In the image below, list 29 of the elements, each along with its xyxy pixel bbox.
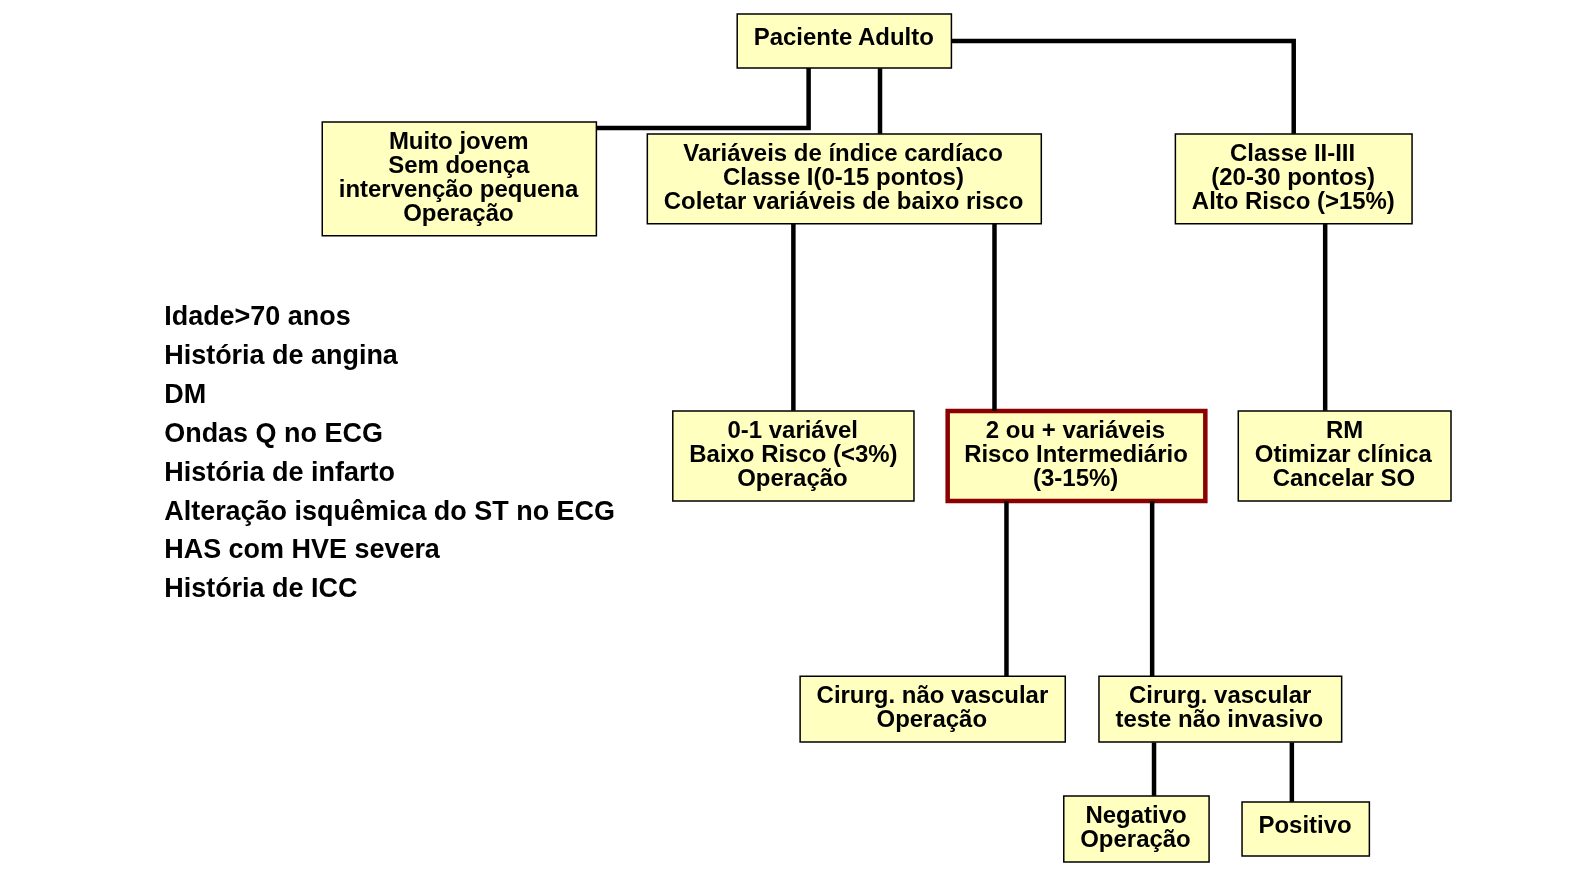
label: História de angina [164,339,398,370]
label: Idade>70 anos [164,300,351,331]
connector [1289,742,1295,802]
node-box: Cirurg. não vascular Operação [799,675,1066,743]
label: História de infarto [164,456,395,487]
node-box: Variáveis de índice cardíaco Classe I(0-15 pontos) Coletar variáveis de baixo risco [646,133,1043,225]
node-box: Classe II-III (20-30 pontos) Alto Risco (>15%) [1174,133,1413,225]
connector [596,68,811,131]
connector [1004,501,1009,676]
node-box: 2 ou + variáveis Risco Intermediário (3-15%) [945,408,1208,504]
connector [877,68,883,134]
node-box: 0-1 variável Baixo Risco (<3%) Operação [672,410,915,502]
node-box: Paciente Adulto [736,13,953,69]
connector [1322,224,1328,411]
label: Alteração isquêmica do ST no ECG [164,495,616,526]
node-box: Muito jovem Sem doença intervenção pequena Operação [321,121,598,237]
node-box: Negativo Operação [1063,795,1210,863]
node-box: RM Otimizar clínica Cancelar SO [1237,410,1452,502]
connector [1151,742,1157,796]
connector [992,224,997,411]
connector [1149,501,1155,676]
label: DM [164,378,207,409]
label: História de ICC [164,573,358,604]
node-box: Positivo [1241,801,1371,857]
connector [951,38,1296,134]
node-box: Cirurg. vascular teste não invasivo [1098,675,1343,743]
label: Ondas Q no ECG [164,417,383,448]
connector [791,224,796,411]
label: HAS com HVE severa [164,534,440,565]
